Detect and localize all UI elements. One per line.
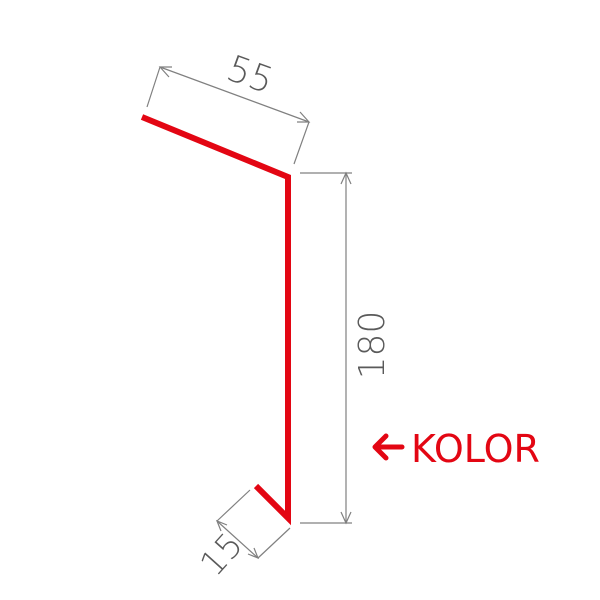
dimension-label-15: 15 <box>192 525 251 584</box>
left-arrow-icon <box>372 433 405 461</box>
dimension-label-55: 55 <box>221 48 278 102</box>
arrowhead-lower <box>247 547 260 560</box>
dimension-15 <box>215 489 291 560</box>
profile-line <box>140 114 291 526</box>
kolor-label: KOLOR <box>411 427 540 471</box>
extension-line-right <box>293 121 310 165</box>
extension-line-upper <box>216 489 251 522</box>
arrowhead-right <box>297 111 311 123</box>
dimension-label-180: 180 <box>352 311 393 380</box>
extension-line-lower <box>257 527 291 559</box>
extension-line-left <box>146 66 161 108</box>
dimension-55 <box>146 66 311 165</box>
dimension-line <box>216 520 259 559</box>
arrowhead-bottom <box>340 511 352 525</box>
dimension-180 <box>300 171 352 525</box>
arrowhead-left <box>158 66 172 78</box>
dimension-line <box>159 66 310 123</box>
color-side-marker: KOLOR <box>372 427 540 471</box>
arrowhead-upper <box>215 519 228 532</box>
arrowhead-top <box>340 171 352 185</box>
